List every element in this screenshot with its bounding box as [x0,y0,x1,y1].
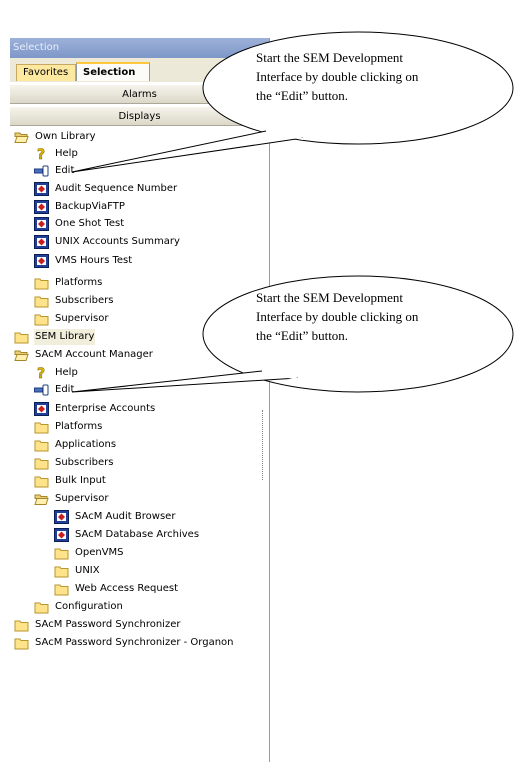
callout-line: the “Edit” button. [256,328,349,343]
folder-icon [54,546,69,560]
tree-item-label: VMS Hours Test [55,255,133,266]
tree-item-label: BackupViaFTP [55,201,125,212]
displays-button[interactable]: Displays [10,106,269,126]
tree-item-label: SAcM Password Synchronizer [35,619,181,630]
tree-item-label: OpenVMS [75,547,124,558]
display-icon [54,510,69,524]
folder-icon [34,438,49,452]
tree-item-label: Help [55,148,78,159]
tree-item-label: Subscribers [55,457,114,468]
tree-item-label: Edit [55,384,75,395]
help-icon: ? [34,366,49,383]
callout-line: Interface by double clicking on [256,69,419,84]
display-icon [34,254,49,268]
tab-selection[interactable]: Selection [76,62,150,81]
edit-icon [34,164,49,178]
display-icon [34,235,49,249]
folder-icon [34,600,49,614]
display-icon [34,182,49,196]
display-icon [34,217,49,231]
folder-icon [34,474,49,488]
tree-item-label: Supervisor [55,493,109,504]
tree-item-label: Audit Sequence Number [55,183,178,194]
tree-item-label: Supervisor [55,313,109,324]
display-icon [34,402,49,416]
tree-item-label: Bulk Input [55,475,106,486]
folder-open-icon [34,492,49,506]
folder-icon [34,456,49,470]
splitter-handle[interactable] [262,410,265,480]
callout-2-text: Start the SEM Development Interface by d… [256,288,418,345]
tree-item-label: UNIX [75,565,100,576]
folder-icon [14,330,29,344]
folder-icon [14,618,29,632]
tree-item-label: Platforms [55,421,103,432]
alarms-button[interactable]: Alarms [10,84,269,104]
svg-text:?: ? [37,147,45,161]
tree-item-label: Configuration [55,601,123,612]
folder-open-icon [14,348,29,362]
callout-line: Start the SEM Development [256,290,403,305]
tree-item-label: Web Access Request [75,583,179,594]
tree-item-label: Help [55,367,78,378]
display-icon [54,528,69,542]
tree-item-label: Edit [55,165,75,176]
window-title: Selection [10,38,269,58]
callout-1-text: Start the SEM Development Interface by d… [256,48,418,105]
folder-icon [34,276,49,290]
callout-line: Start the SEM Development [256,50,403,65]
tree-item-label: Enterprise Accounts [55,403,156,414]
svg-text:?: ? [37,366,45,380]
folder-icon [54,564,69,578]
tree-item-label: Own Library [35,131,96,142]
tree-item-label: SAcM Audit Browser [75,511,176,522]
folder-icon [34,420,49,434]
edit-icon [34,383,49,397]
folder-icon [54,582,69,596]
tree-item-label: SAcM Password Synchronizer - Organon [35,637,234,648]
tab-favorites[interactable]: Favorites [16,64,76,81]
tree-item-label: SAcM Account Manager [35,349,153,360]
help-icon: ? [34,147,49,164]
tree-item-label: SAcM Database Archives [75,529,200,540]
folder-icon [34,312,49,326]
folder-open-icon [14,130,29,144]
callout-line: the “Edit” button. [256,88,349,103]
tree-item-label: UNIX Accounts Summary [55,236,180,247]
tree-item-label: Applications [55,439,117,450]
display-icon [34,200,49,214]
tree-item-label: Subscribers [55,295,114,306]
folder-icon [34,294,49,308]
callout-line: Interface by double clicking on [256,309,419,324]
tree-item-label: Platforms [55,277,103,288]
tree-item-label: One Shot Test [55,218,125,229]
selection-panel: Selection Favorites Selection Alarms Dis… [10,38,270,762]
tab-strip: Favorites Selection [10,58,269,82]
tree-item-label: SEM Library [34,329,96,345]
folder-icon [14,636,29,650]
